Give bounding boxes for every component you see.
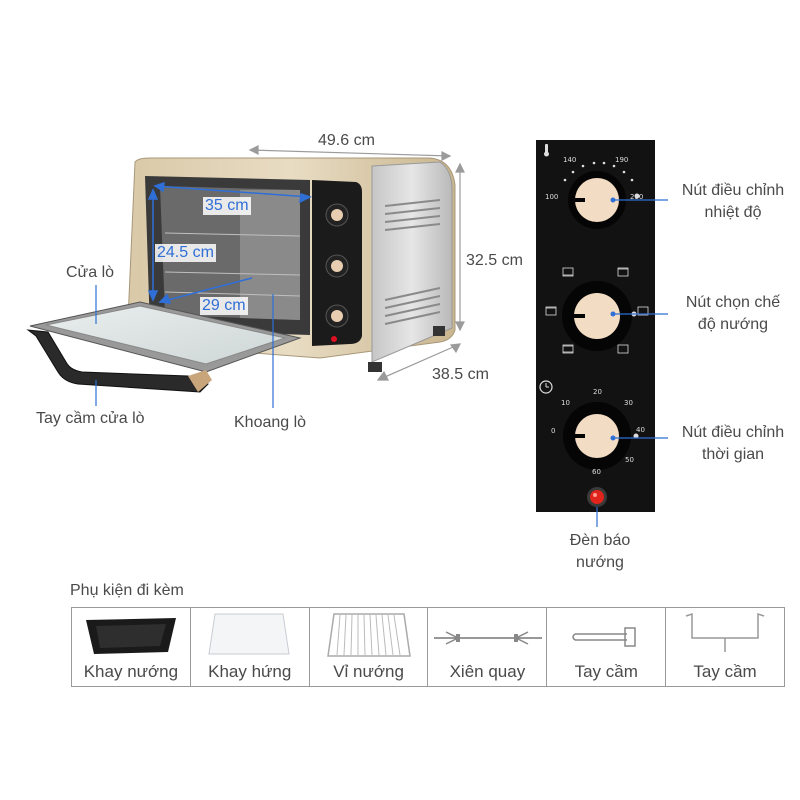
outer-dimension-lines	[248, 145, 465, 381]
dimension-inner-height: 24.5 cm	[155, 244, 216, 262]
accessory-name: Tay cầm	[693, 662, 757, 681]
timer-tick-20: 20	[593, 388, 602, 396]
clock-icon	[539, 380, 553, 394]
front-control-panel	[312, 180, 362, 346]
accessory-item: Xiên quay	[428, 608, 548, 686]
drip-tray-icon	[208, 613, 290, 655]
indicator-light	[587, 487, 607, 507]
rotisserie-handle-icon	[685, 612, 765, 652]
accessory-name: Khay hứng	[208, 662, 292, 681]
timer-knob	[563, 402, 639, 470]
accessory-name: Tay cầm	[574, 662, 638, 681]
tray-handle-icon	[572, 627, 637, 647]
accessory-item: Khay nướng	[72, 608, 191, 686]
label-timer-knob: Nút điều chỉnh thời gian	[681, 424, 785, 463]
oven-door	[26, 301, 302, 393]
label-indicator: Đèn báo nướng	[569, 532, 631, 571]
timer-tick-30: 30	[624, 399, 633, 407]
timer-tick-50: 50	[625, 456, 634, 464]
temp-tick-230: 230	[630, 193, 643, 201]
baking-tray-icon	[86, 618, 176, 654]
wire-rack-icon	[326, 613, 411, 657]
dimension-inner-width: 35 cm	[203, 197, 251, 215]
timer-tick-60: 60	[592, 468, 601, 476]
dimension-width: 49.6 cm	[318, 132, 375, 149]
accessories-grid: Khay nướng Khay hứng Vỉ nướng	[71, 607, 785, 687]
panel-leader-lines	[596, 199, 668, 527]
timer-tick-40: 40	[636, 426, 645, 434]
accessory-name: Vỉ nướng	[333, 662, 404, 681]
thermometer-icon	[544, 144, 549, 157]
accessory-name: Khay nướng	[83, 662, 179, 681]
rotisserie-spit-icon	[434, 631, 543, 645]
label-chamber: Khoang lò	[234, 414, 307, 431]
label-door: Cửa lò	[66, 264, 115, 281]
temp-tick-190: 190	[615, 156, 628, 164]
mode-symbols	[545, 267, 649, 354]
label-mode-knob: Nút chọn chế độ nướng	[685, 294, 781, 333]
oven-leader-lines	[95, 285, 274, 408]
accessory-name: Xiên quay	[449, 662, 526, 681]
timer-tick-10: 10	[561, 399, 570, 407]
dimension-inner-depth: 29 cm	[200, 297, 248, 315]
dimension-height: 32.5 cm	[466, 252, 523, 269]
label-door-handle: Tay cầm cửa lò	[36, 410, 145, 427]
dimension-depth: 38.5 cm	[432, 366, 489, 383]
label-temp-knob: Nút điều chỉnh nhiệt độ	[681, 182, 785, 221]
temperature-knob	[563, 161, 640, 229]
temp-tick-140: 140	[563, 156, 576, 164]
inner-dimension-lines	[147, 181, 312, 304]
accessories-title: Phụ kiện đi kèm	[70, 582, 184, 599]
accessory-item: Vỉ nướng	[310, 608, 429, 686]
timer-tick-0: 0	[551, 427, 555, 435]
mode-knob	[545, 267, 649, 354]
accessory-item: Tay cầm	[666, 608, 784, 686]
accessory-item: Tay cầm	[547, 608, 667, 686]
accessory-item: Khay hứng	[191, 608, 310, 686]
temp-tick-100: 100	[545, 193, 558, 201]
